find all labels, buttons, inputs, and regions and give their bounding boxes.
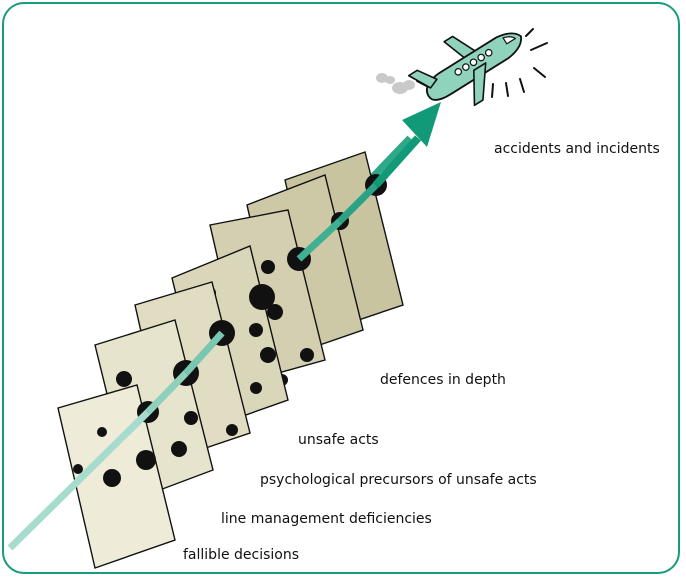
accident-trajectory	[7, 102, 441, 551]
label-unsafe-acts: unsafe acts	[298, 432, 379, 448]
hole	[260, 347, 276, 363]
diagram-frame	[2, 2, 680, 574]
trajectory-segment-6	[373, 135, 421, 188]
hole	[300, 348, 314, 362]
label-accidents: accidents and incidents	[494, 141, 660, 157]
hole	[261, 260, 275, 274]
arrow-icon	[402, 102, 441, 147]
airplane-icon	[407, 32, 523, 107]
trajectory-segment-2	[145, 370, 189, 415]
hole	[226, 424, 238, 436]
hole	[184, 411, 198, 425]
hole	[136, 450, 156, 470]
hole	[103, 469, 121, 487]
hole	[116, 371, 132, 387]
hole	[73, 464, 83, 474]
hole	[249, 284, 275, 310]
hole	[97, 427, 107, 437]
label-precursors: psychological precursors of unsafe acts	[260, 472, 537, 488]
impact-lines	[491, 28, 548, 98]
trajectory-segment-5	[337, 182, 379, 224]
trajectory-segment-4	[296, 218, 343, 262]
label-line-management: line management deficiencies	[221, 511, 432, 527]
trajectory-segment-3	[183, 330, 225, 376]
hole	[250, 382, 262, 394]
smoke-icon	[376, 73, 415, 94]
trajectory-segment-1	[7, 409, 151, 551]
defence-slice-1	[57, 384, 176, 569]
hole	[249, 323, 263, 337]
label-fallible-decisions: fallible decisions	[183, 547, 299, 563]
hole	[171, 441, 187, 457]
label-defences: defences in depth	[380, 372, 506, 388]
hole	[267, 304, 283, 320]
